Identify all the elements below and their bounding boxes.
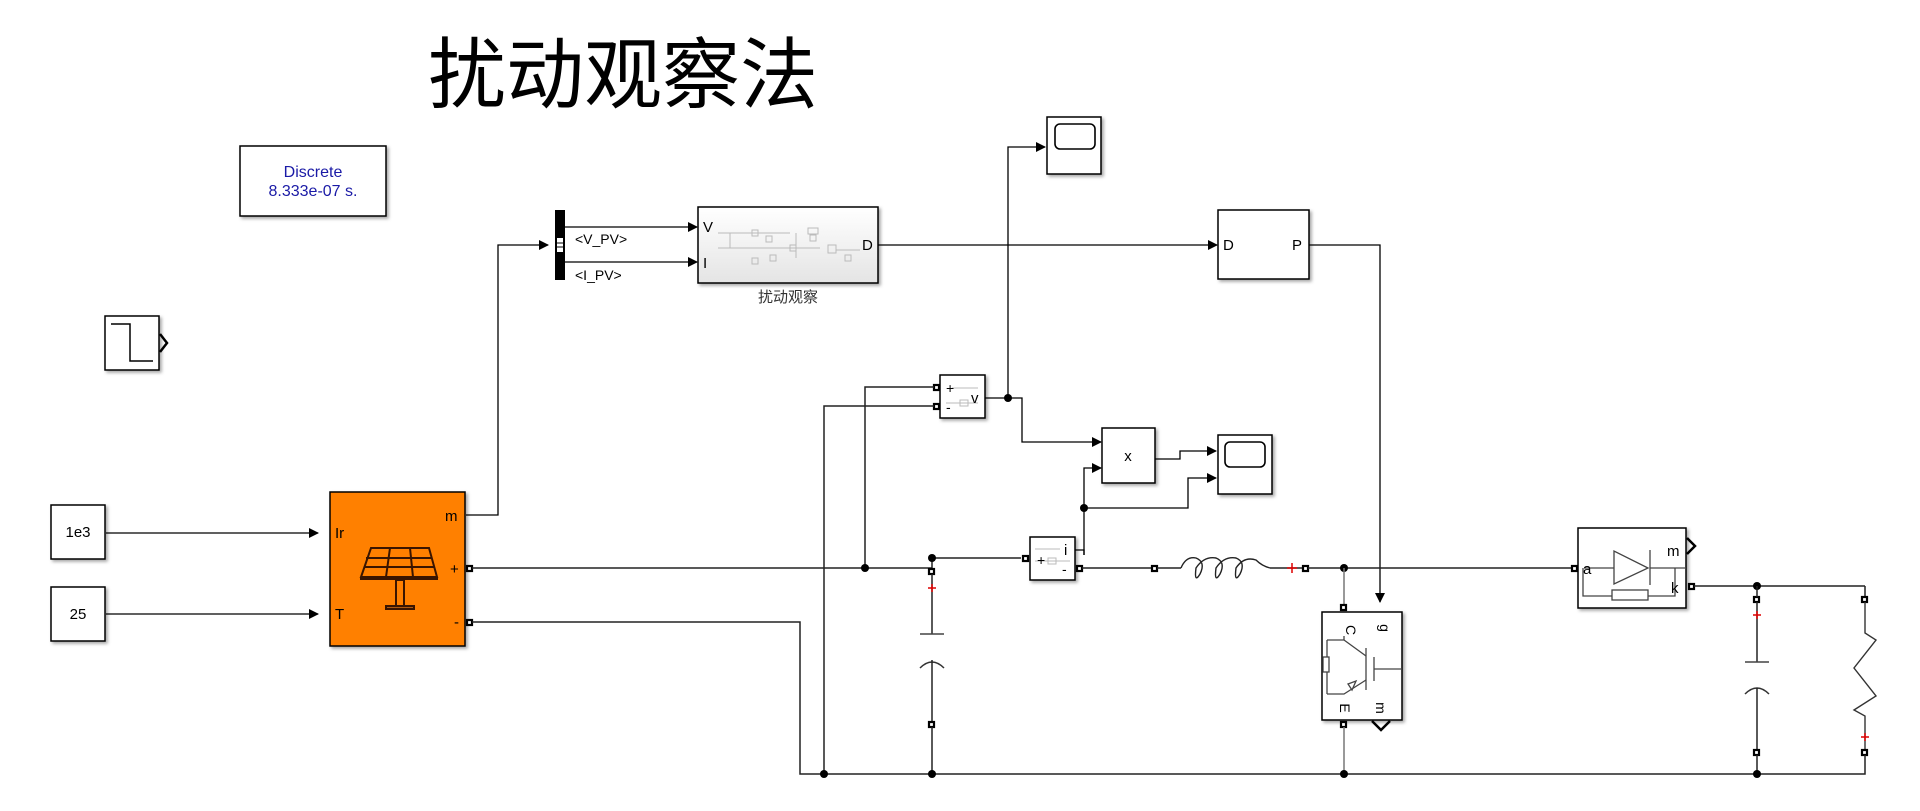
- step-block[interactable]: [104, 315, 169, 371]
- voltage-measurement[interactable]: [939, 374, 986, 419]
- constant-irradiance[interactable]: [50, 504, 106, 560]
- pv-input-ir: Ir: [335, 525, 344, 542]
- signal-label-vpv: <V_PV>: [575, 231, 627, 247]
- pv-output-plus: +: [450, 561, 459, 578]
- bus-selector[interactable]: [555, 210, 565, 280]
- wire-gate: [1309, 244, 1385, 603]
- constant-temperature[interactable]: [50, 586, 106, 642]
- diode-port-m: m: [1667, 543, 1680, 560]
- current-measurement[interactable]: [1029, 536, 1076, 581]
- vm-output-v: v: [971, 390, 979, 407]
- wire-ground-return: [472, 621, 1848, 775]
- step-icon: [111, 323, 153, 362]
- scope-icon: [1224, 441, 1266, 468]
- cm-minus: -: [1062, 561, 1067, 577]
- wire-i-scope: [1084, 473, 1217, 509]
- pwm-block[interactable]: [1217, 209, 1310, 280]
- mppt-subsystem[interactable]: [697, 206, 879, 284]
- solar-panel-icon: [359, 547, 439, 610]
- wire-v-scope: [1007, 142, 1046, 398]
- vm-plus: +: [946, 380, 954, 396]
- load-resistor[interactable]: [1852, 602, 1878, 750]
- wire-i-product: [1083, 463, 1102, 555]
- mppt-subsystem-name: 扰动观察: [758, 288, 818, 306]
- powergui-sample-time: 8.333e-07 s.: [269, 183, 358, 200]
- diode-block[interactable]: [1577, 527, 1687, 609]
- cm-plus: +: [1037, 552, 1045, 568]
- scope-voltage[interactable]: [1046, 116, 1102, 175]
- signal-label-ipv: <I_PV>: [575, 267, 622, 283]
- wire-v-product: [1008, 397, 1102, 447]
- mppt-input-i: I: [703, 255, 707, 272]
- constant-temperature-value: 25: [70, 606, 87, 623]
- pv-output-m: m: [445, 508, 458, 525]
- product-symbol: x: [1124, 448, 1132, 465]
- pv-array-block[interactable]: [329, 491, 466, 647]
- diode-port-k: k: [1671, 580, 1679, 597]
- constant-irradiance-value: 1e3: [65, 524, 90, 541]
- scope-icon: [1054, 123, 1096, 150]
- pwm-input-d: D: [1223, 237, 1234, 254]
- igbt-port-e: E: [1337, 703, 1353, 712]
- pv-input-t: T: [335, 606, 344, 623]
- powergui-mode: Discrete: [284, 164, 343, 181]
- diagram-title: 扰动观察法: [428, 31, 818, 121]
- wire-power: [1155, 446, 1217, 460]
- igbt-block[interactable]: [1321, 611, 1403, 721]
- pwm-output-p: P: [1292, 237, 1302, 254]
- mppt-output-d: D: [862, 237, 873, 254]
- scope-power[interactable]: [1217, 434, 1273, 495]
- diode-port-a: a: [1583, 561, 1592, 578]
- subsystem-preview-icon: [718, 227, 860, 265]
- igbt-port-c: C: [1343, 625, 1359, 635]
- igbt-port-g: g: [1377, 624, 1393, 632]
- cm-output-i: i: [1064, 542, 1067, 559]
- vm-minus: -: [946, 399, 951, 415]
- mppt-input-v: V: [703, 219, 713, 236]
- diode-icon: [1582, 549, 1686, 601]
- wire-pv-m: [466, 240, 549, 516]
- pv-output-minus: -: [454, 614, 459, 631]
- igbt-port-m: m: [1373, 702, 1389, 714]
- inductor[interactable]: [1180, 557, 1271, 579]
- powergui-block[interactable]: [239, 145, 387, 217]
- product-block[interactable]: [1101, 427, 1156, 484]
- igbt-icon: [1322, 636, 1402, 695]
